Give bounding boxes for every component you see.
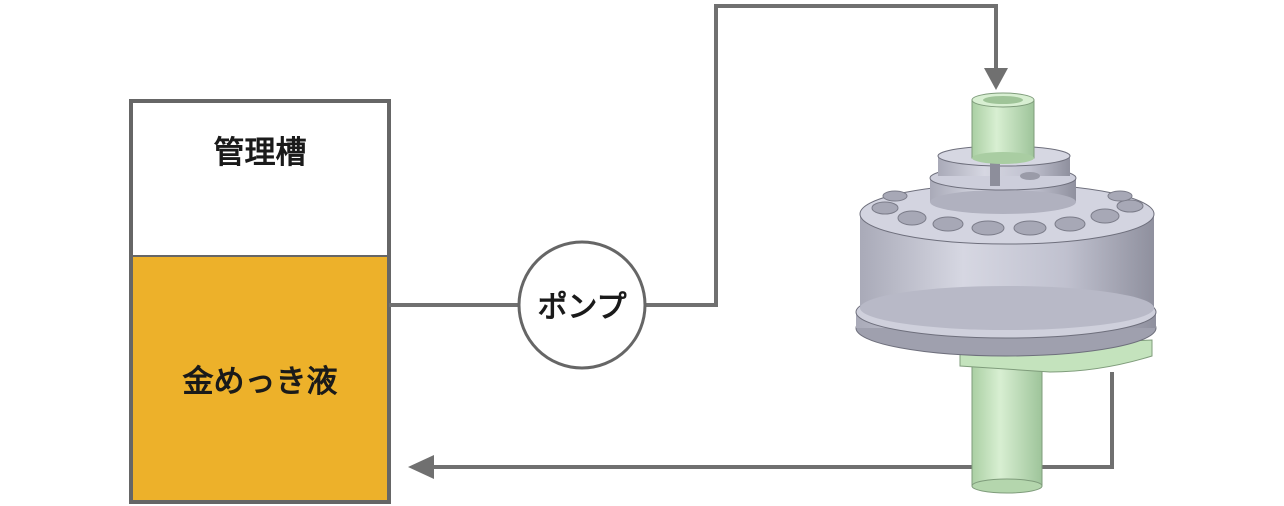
pump: ポンプ: [517, 240, 647, 370]
pipe-pump-to-apparatus: [646, 4, 998, 307]
piping: [389, 4, 1114, 469]
hole: [1107, 190, 1133, 202]
arrow-left-icon: [408, 455, 434, 479]
slot: [1020, 172, 1040, 180]
main-body-bottom: [860, 286, 1154, 330]
liquid-label: 金めっき液: [182, 364, 338, 400]
top-nozzle: [971, 99, 1035, 159]
hole: [971, 220, 1005, 236]
tank-liquid: [131, 256, 389, 502]
top-nozzle-bore: [983, 96, 1023, 104]
top-nozzle-base: [972, 152, 1034, 164]
hole: [932, 216, 964, 232]
hole: [1116, 199, 1144, 213]
slot-cut: [990, 162, 1000, 186]
pipe-return-to-tank: [432, 372, 1114, 469]
lower-shaft-end: [971, 478, 1043, 494]
tank-title: 管理槽: [214, 135, 307, 171]
plating-apparatus: [855, 92, 1157, 494]
lower-shaft: [971, 359, 1043, 487]
upper-collar-bottom: [930, 190, 1076, 214]
tank-outline: [129, 99, 391, 504]
hole: [1054, 216, 1086, 232]
pump-label: ポンプ: [537, 290, 627, 325]
hole: [871, 201, 899, 215]
hole: [897, 210, 927, 226]
management-tank: 管理槽 金めっき液: [129, 99, 391, 504]
pump-circle: [517, 240, 647, 370]
hole: [882, 190, 908, 202]
top-holes: [871, 190, 1144, 236]
hole: [1013, 220, 1047, 236]
hole: [1090, 208, 1120, 224]
arrow-down-icon: [984, 68, 1008, 90]
